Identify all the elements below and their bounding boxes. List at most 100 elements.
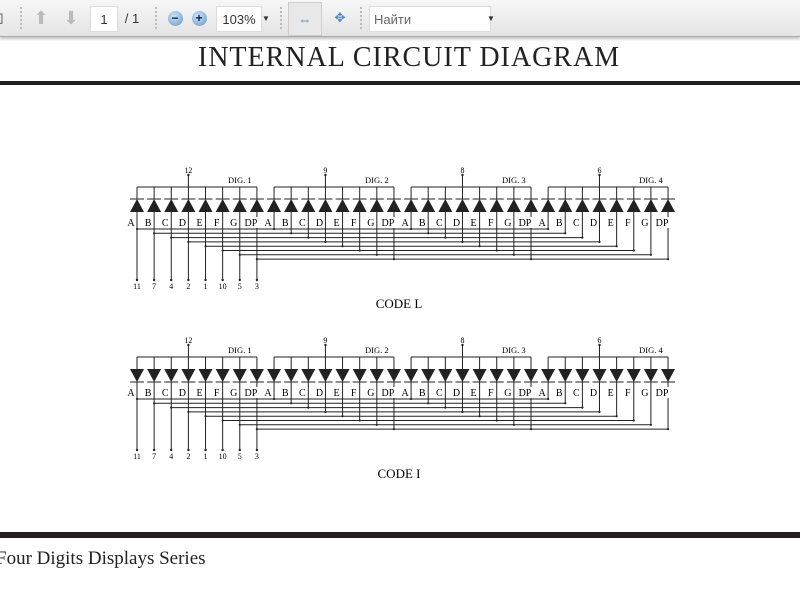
- segment-label: F: [625, 218, 631, 229]
- fit-page-button[interactable]: ✥: [328, 6, 352, 30]
- fit-width-button[interactable]: ⇔: [288, 2, 322, 36]
- led-diode: [147, 199, 162, 212]
- pin-dot: [255, 278, 259, 282]
- common-pin-label: 12: [184, 336, 192, 345]
- zoom-input[interactable]: 103%: [216, 6, 262, 32]
- segment-pin-label: 11: [133, 282, 141, 291]
- pin-dot: [204, 448, 207, 452]
- segment-label-background: [656, 217, 670, 228]
- segment-label: F: [488, 388, 494, 399]
- digit-label: DIG. 4: [639, 175, 663, 185]
- segment-label: G: [230, 218, 237, 229]
- separator: [20, 7, 24, 29]
- pin-dot: [238, 278, 241, 282]
- segment-pin-label: 2: [186, 282, 190, 291]
- segment-label-background: [279, 387, 290, 398]
- segment-pin-label: 1: [204, 452, 208, 461]
- led-diode: [318, 199, 333, 212]
- led-diode: [661, 369, 676, 382]
- search-input[interactable]: Найти: [369, 6, 491, 32]
- pin-dot: [170, 278, 173, 282]
- segment-label-background: [193, 387, 204, 398]
- segment-label-background: [142, 217, 153, 228]
- segment-label: C: [299, 218, 306, 229]
- segment-label-background: [501, 387, 512, 398]
- page-number-input[interactable]: 1: [90, 6, 118, 32]
- segment-label-background: [484, 387, 495, 398]
- segment-label: A: [539, 218, 547, 229]
- document-icon[interactable]: ▯: [0, 6, 6, 30]
- segment-label: A: [264, 218, 272, 229]
- segment-label: G: [641, 388, 648, 399]
- segment-label: C: [162, 388, 169, 399]
- segment-label-background: [296, 387, 307, 398]
- segment-label: F: [488, 218, 494, 229]
- pin-dot: [221, 448, 224, 452]
- pin-dot: [461, 343, 464, 347]
- code-label: CODE I: [378, 466, 421, 481]
- pin-dot: [598, 173, 601, 177]
- pin-dot: [238, 448, 241, 452]
- segment-label-background: [399, 387, 410, 398]
- led-diode: [215, 369, 230, 382]
- fit-page-icon: ✥: [334, 10, 346, 25]
- led-diode: [318, 369, 333, 382]
- segment-pin-label: 10: [219, 452, 227, 461]
- segment-pin-label: 4: [169, 452, 173, 461]
- led-diode: [284, 199, 299, 212]
- segment-label-background: [125, 217, 135, 228]
- separator: [360, 7, 364, 29]
- led-diode: [523, 369, 538, 382]
- segment-label-background: [227, 217, 238, 228]
- led-diode: [609, 369, 624, 382]
- segment-label: F: [214, 218, 220, 229]
- led-diode: [643, 369, 658, 382]
- led-diode: [130, 369, 144, 382]
- segment-label: DP: [245, 218, 258, 229]
- led-diode: [626, 199, 641, 212]
- segment-label-background: [210, 217, 221, 228]
- common-pin-label: 8: [460, 336, 464, 345]
- segment-label-background: [621, 217, 632, 228]
- segment-label: C: [573, 388, 580, 399]
- led-diode: [335, 369, 350, 382]
- led-diode: [421, 199, 436, 212]
- led-diode: [438, 369, 453, 382]
- led-diode: [455, 199, 470, 212]
- minus-icon: −: [167, 10, 183, 26]
- pdf-toolbar: ▯ ⬆ ⬇ 1 / 1 − + 103% ▼ ⇔ ✥ Найти ▼: [0, 0, 800, 37]
- zoom-dropdown-chevron-icon[interactable]: ▼: [262, 13, 270, 23]
- digit-label: DIG. 4: [639, 345, 663, 355]
- pin-dot: [255, 448, 259, 452]
- segment-label-background: [176, 217, 187, 228]
- segment-label: C: [436, 218, 443, 229]
- led-diode: [164, 199, 179, 212]
- led-diode: [164, 369, 179, 382]
- led-diode: [609, 199, 624, 212]
- separator: [155, 7, 159, 29]
- previous-page-button[interactable]: ⬆: [33, 7, 49, 28]
- segment-label: DP: [656, 388, 669, 399]
- led-diode: [369, 369, 384, 382]
- segment-pin-label: 7: [152, 452, 156, 461]
- led-diode: [472, 199, 487, 212]
- common-pin-label: 12: [184, 166, 192, 175]
- zoom-out-button[interactable]: −: [166, 6, 184, 30]
- digit-label: DIG. 2: [365, 175, 389, 185]
- segment-label-background: [638, 217, 649, 228]
- led-diode: [489, 199, 504, 212]
- next-page-button[interactable]: ⬇: [63, 7, 79, 28]
- led-diode: [369, 199, 384, 212]
- segment-label-background: [570, 217, 581, 228]
- segment-label: DP: [656, 218, 669, 229]
- pin-dot: [598, 343, 601, 347]
- led-diode: [421, 369, 436, 382]
- led-diode: [301, 199, 316, 212]
- led-diode: [438, 199, 453, 212]
- zoom-in-button[interactable]: +: [190, 6, 208, 30]
- segment-label: F: [625, 388, 631, 399]
- search-dropdown-chevron-icon[interactable]: ▼: [487, 13, 495, 23]
- segment-label: A: [539, 388, 547, 399]
- segment-label: D: [590, 388, 597, 399]
- pin-dot: [152, 278, 156, 282]
